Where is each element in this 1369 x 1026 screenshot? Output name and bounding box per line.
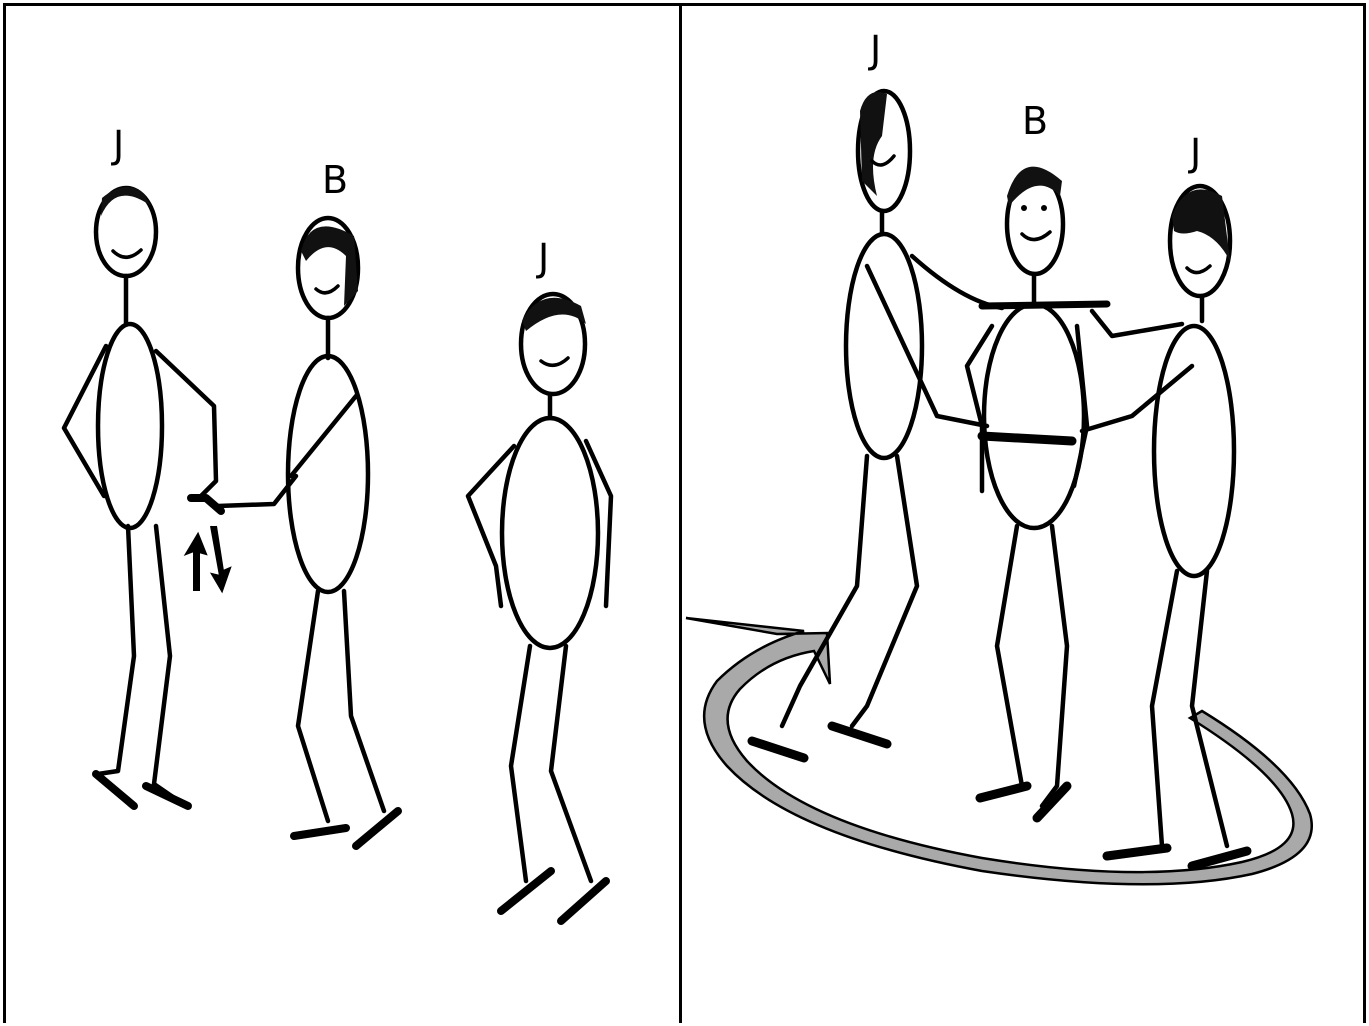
right-panel: J B <box>679 3 1366 1023</box>
left-panel-drawing: J B <box>6 6 682 1026</box>
figure-label: B <box>1022 99 1048 143</box>
right-panel-drawing: J B <box>682 6 1369 1026</box>
figure-label: J <box>1188 131 1201 175</box>
figure-j-right: J <box>468 236 611 921</box>
figure-b-left: B <box>288 158 398 846</box>
figure-j-left: J <box>64 123 216 806</box>
figure-label: B <box>322 158 348 202</box>
figure-j-right: J <box>1082 131 1247 866</box>
figure-label: J <box>536 236 549 280</box>
figure-label: J <box>111 123 124 167</box>
left-panel: J B <box>3 3 679 1023</box>
figure-b-middle: B <box>967 99 1107 818</box>
figure-label: J <box>868 28 881 72</box>
